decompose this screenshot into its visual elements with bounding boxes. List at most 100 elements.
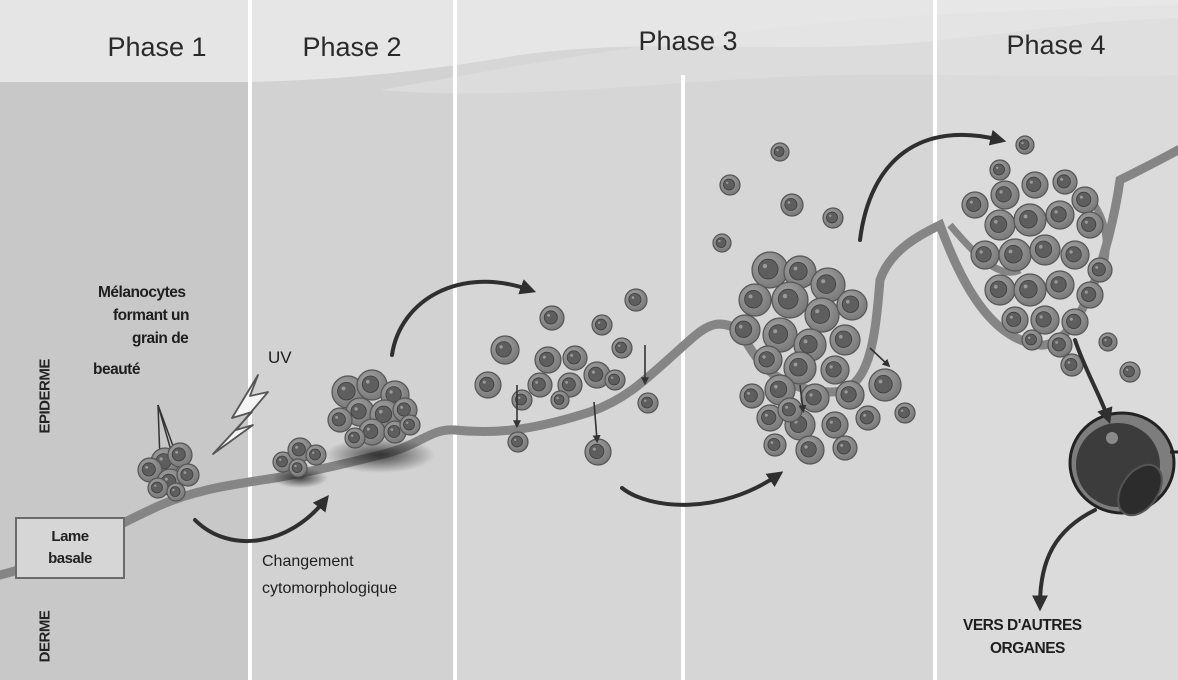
cell bbox=[729, 314, 761, 346]
cell bbox=[1060, 240, 1090, 270]
cell bbox=[1045, 270, 1075, 300]
cell bbox=[272, 451, 294, 473]
small-arrow bbox=[592, 401, 601, 444]
phase-4-heading: Phase 4 bbox=[1006, 30, 1106, 60]
cell bbox=[1021, 329, 1043, 351]
cell bbox=[751, 251, 789, 289]
cells-group bbox=[137, 135, 1141, 502]
cell bbox=[1087, 257, 1113, 283]
metastatic-cell bbox=[1068, 411, 1178, 517]
cell bbox=[604, 369, 626, 391]
cell bbox=[738, 283, 772, 317]
phase-3-heading: Phase 3 bbox=[638, 26, 738, 56]
cell bbox=[550, 390, 570, 410]
cell bbox=[527, 372, 553, 398]
arrow-to-other-organs bbox=[1032, 508, 1097, 612]
cell bbox=[399, 414, 421, 436]
cell bbox=[167, 442, 193, 468]
small-arrow bbox=[869, 347, 891, 368]
cell bbox=[984, 274, 1016, 306]
cell bbox=[855, 405, 881, 431]
cell-shadow bbox=[272, 468, 328, 488]
melanocytes-label-line3: grain de bbox=[132, 330, 189, 347]
cell bbox=[712, 233, 732, 253]
basal-lamina-line1: Lame bbox=[51, 528, 89, 545]
uv-lightning-icon bbox=[212, 374, 269, 455]
cell bbox=[763, 433, 787, 457]
cell bbox=[584, 438, 612, 466]
cell bbox=[1071, 186, 1099, 214]
cell bbox=[534, 346, 562, 374]
cell bbox=[557, 372, 583, 398]
cell bbox=[490, 335, 520, 365]
cell bbox=[770, 142, 790, 162]
cell bbox=[344, 427, 366, 449]
cell bbox=[739, 383, 765, 409]
cell bbox=[1076, 281, 1104, 309]
melanocytes-label-line1: Mélanocytes bbox=[98, 284, 186, 301]
cell bbox=[835, 380, 865, 410]
cell bbox=[990, 180, 1020, 210]
cell bbox=[288, 458, 308, 478]
cell bbox=[777, 397, 803, 423]
cell bbox=[511, 389, 533, 411]
arrow-to-metastasis bbox=[1073, 338, 1113, 425]
arrow-phase1-to-2 bbox=[193, 494, 329, 543]
cell bbox=[1047, 332, 1073, 358]
cell bbox=[147, 477, 169, 499]
melanocytes-label-line2: formant un bbox=[113, 307, 189, 324]
cell bbox=[1119, 361, 1141, 383]
cell bbox=[637, 392, 659, 414]
arrow-to-phase4 bbox=[858, 129, 1007, 242]
cell bbox=[894, 402, 916, 424]
cell bbox=[562, 345, 588, 371]
cell bbox=[507, 431, 529, 453]
cell bbox=[998, 238, 1032, 272]
cell bbox=[137, 457, 163, 483]
cell bbox=[771, 281, 809, 319]
cell bbox=[804, 297, 840, 333]
change-label-line1: Changement bbox=[262, 553, 354, 570]
cell bbox=[539, 305, 565, 331]
cell bbox=[989, 159, 1011, 181]
basal-lamina-box: Lame basale bbox=[15, 517, 125, 579]
arrow-phase3-invasion bbox=[620, 471, 784, 507]
cell bbox=[783, 351, 817, 385]
cell bbox=[1030, 305, 1060, 335]
cell bbox=[1013, 273, 1047, 307]
cell bbox=[780, 193, 804, 217]
cell bbox=[1029, 234, 1061, 266]
cell bbox=[795, 435, 825, 465]
uv-label: UV bbox=[268, 348, 292, 367]
cell bbox=[1052, 169, 1078, 195]
cell bbox=[868, 368, 902, 402]
epidermis-label: EPIDERME bbox=[36, 359, 54, 434]
cell bbox=[327, 407, 353, 433]
phase-2-panel bbox=[250, 0, 455, 680]
cell bbox=[800, 383, 830, 413]
cell bbox=[611, 337, 633, 359]
organs-label-line2: ORGANES bbox=[990, 640, 1065, 657]
phase-2-heading: Phase 2 bbox=[302, 32, 402, 62]
phase-dividers bbox=[248, 0, 937, 680]
organs-label-line1: VERS D'AUTRES bbox=[963, 617, 1082, 634]
cell bbox=[583, 361, 611, 389]
small-arrow bbox=[798, 384, 807, 414]
dermis-label: DERME bbox=[36, 610, 54, 663]
melanocytes-label-line4: beauté bbox=[93, 361, 140, 378]
cell bbox=[624, 288, 648, 312]
cell bbox=[305, 444, 327, 466]
cell bbox=[783, 255, 817, 289]
header-swoosh bbox=[380, 5, 1178, 94]
cell bbox=[1076, 211, 1104, 239]
change-label-line2: cytomorphologique bbox=[262, 580, 398, 597]
cell bbox=[820, 355, 850, 385]
cell bbox=[1045, 200, 1075, 230]
cell bbox=[832, 435, 858, 461]
cell bbox=[719, 174, 741, 196]
cell bbox=[1001, 306, 1029, 334]
cell bbox=[1098, 332, 1118, 352]
cell bbox=[176, 463, 200, 487]
cell bbox=[1061, 308, 1089, 336]
